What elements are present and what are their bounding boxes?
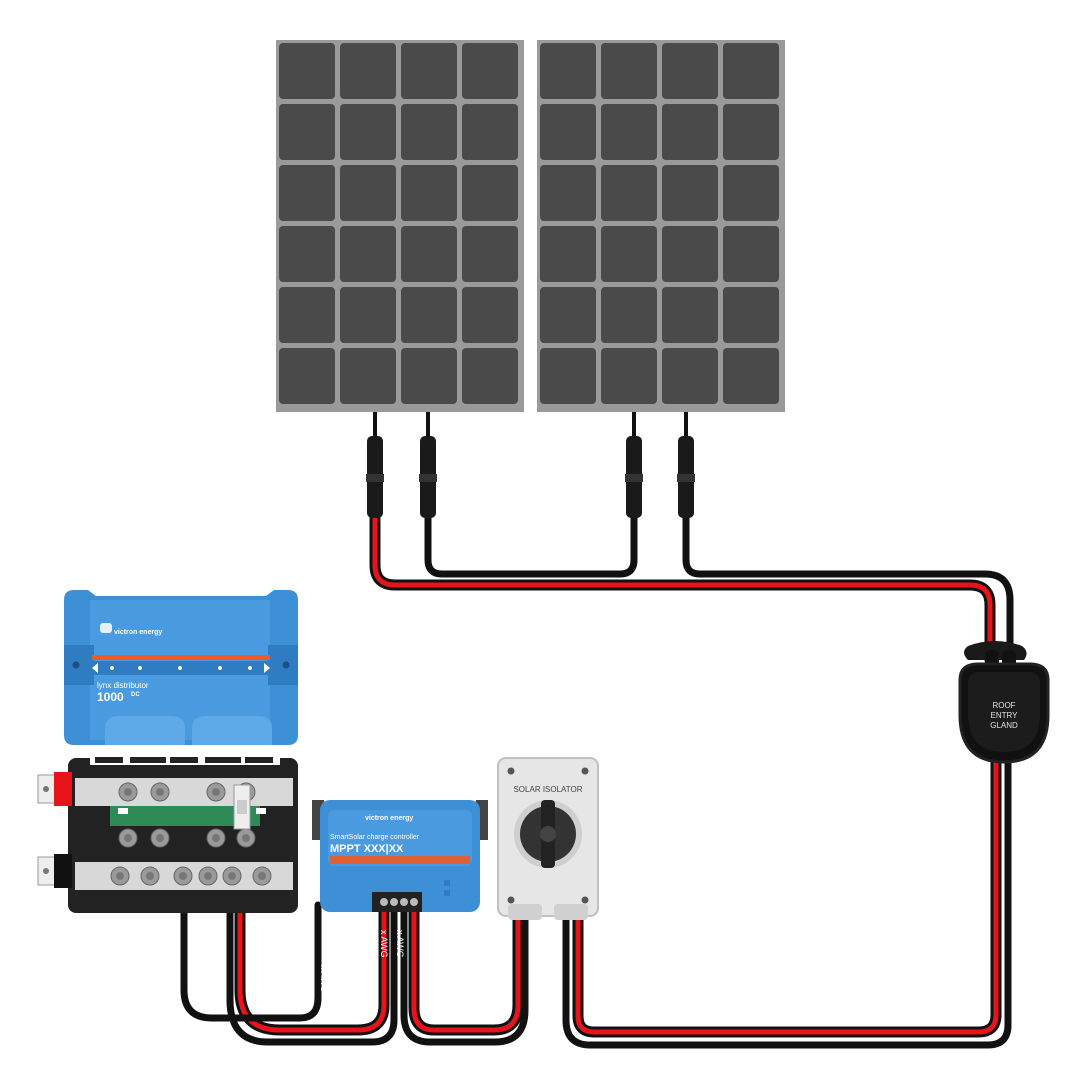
gland-label-line1: ROOF (992, 701, 1015, 710)
isolator-title: SOLAR ISOLATOR (513, 785, 582, 794)
solar-cell (723, 104, 779, 160)
solar-cell (462, 348, 518, 404)
solar-cell (601, 287, 657, 343)
solar-cell (462, 43, 518, 99)
battery-pos-cable-label: x AWG (379, 930, 389, 958)
solar-cell (540, 43, 596, 99)
solar-cell (723, 43, 779, 99)
solar-cell (540, 348, 596, 404)
mppt-brand: victron energy (365, 815, 413, 822)
solar-cell (723, 165, 779, 221)
solar-cell (462, 226, 518, 282)
solar-cell (401, 348, 457, 404)
solar-cell (279, 348, 335, 404)
solar-cell (401, 287, 457, 343)
solar-cell (401, 104, 457, 160)
solar-cell (540, 226, 596, 282)
mc4-connectors (366, 412, 695, 518)
solar-cell (662, 226, 718, 282)
solar-cell (340, 165, 396, 221)
solar-cell (340, 43, 396, 99)
mppt-neg-cable-label: x AWG (395, 930, 405, 958)
lynx-distributor-base (37, 755, 298, 913)
lynx-model: 1000 (97, 690, 124, 704)
solar-cell (662, 43, 718, 99)
solar-cell (723, 348, 779, 404)
solar-cell (462, 165, 518, 221)
series-link-cable (424, 511, 638, 578)
solar-cell (540, 104, 596, 160)
solar-cell (340, 287, 396, 343)
mppt-line1: SmartSolar charge controller (330, 834, 420, 841)
solar-isolator: SOLAR ISOLATOR (497, 757, 599, 920)
solar-panel-1 (276, 40, 524, 412)
solar-cell (279, 43, 335, 99)
roof-entry-gland: ROOF ENTRY GLAND (958, 641, 1050, 764)
solar-cell (601, 43, 657, 99)
solar-cell (340, 348, 396, 404)
lynx-suffix: DC (131, 692, 140, 698)
lynx-name: lynx distributor (97, 681, 149, 690)
lynx-distributor-cover: victron energy lynx distributor 1000 DC (64, 590, 298, 745)
solar-cell (601, 104, 657, 160)
solar-cell (279, 287, 335, 343)
solar-cell (540, 165, 596, 221)
cables (180, 509, 1014, 1049)
array-negative-cable (682, 511, 1014, 664)
solar-panel-2 (537, 40, 785, 412)
isolator-to-mppt-negative (400, 908, 529, 1046)
gland-to-isolator-negative (562, 756, 1012, 1049)
isolator-to-mppt-positive (408, 906, 524, 1036)
solar-cell (662, 165, 718, 221)
mppt-charge-controller: victron energy SmartSolar charge control… (312, 800, 488, 912)
gland-label-line3: GLAND (990, 721, 1018, 730)
solar-cell (601, 165, 657, 221)
solar-cell (340, 226, 396, 282)
solar-cell (662, 287, 718, 343)
solar-cell (279, 104, 335, 160)
solar-cell (462, 104, 518, 160)
battery-neg-cable-label: x AWG (319, 965, 329, 993)
solar-cell (279, 165, 335, 221)
solar-cell (279, 226, 335, 282)
solar-cell (401, 43, 457, 99)
solar-cell (340, 104, 396, 160)
gland-to-isolator-positive (572, 754, 1002, 1038)
solar-cell (462, 287, 518, 343)
solar-cell (723, 226, 779, 282)
lynx-negative-loop (180, 876, 322, 1022)
solar-cell (601, 226, 657, 282)
solar-cell (601, 348, 657, 404)
solar-cell (662, 348, 718, 404)
solar-cell (401, 226, 457, 282)
solar-cell (662, 104, 718, 160)
mppt-line2: MPPT XXX|XX (330, 843, 404, 855)
lynx-brand: victron energy (114, 629, 162, 636)
gland-label-line2: ENTRY (991, 711, 1019, 720)
solar-cell (723, 287, 779, 343)
solar-cell (540, 287, 596, 343)
solar-cell (401, 165, 457, 221)
